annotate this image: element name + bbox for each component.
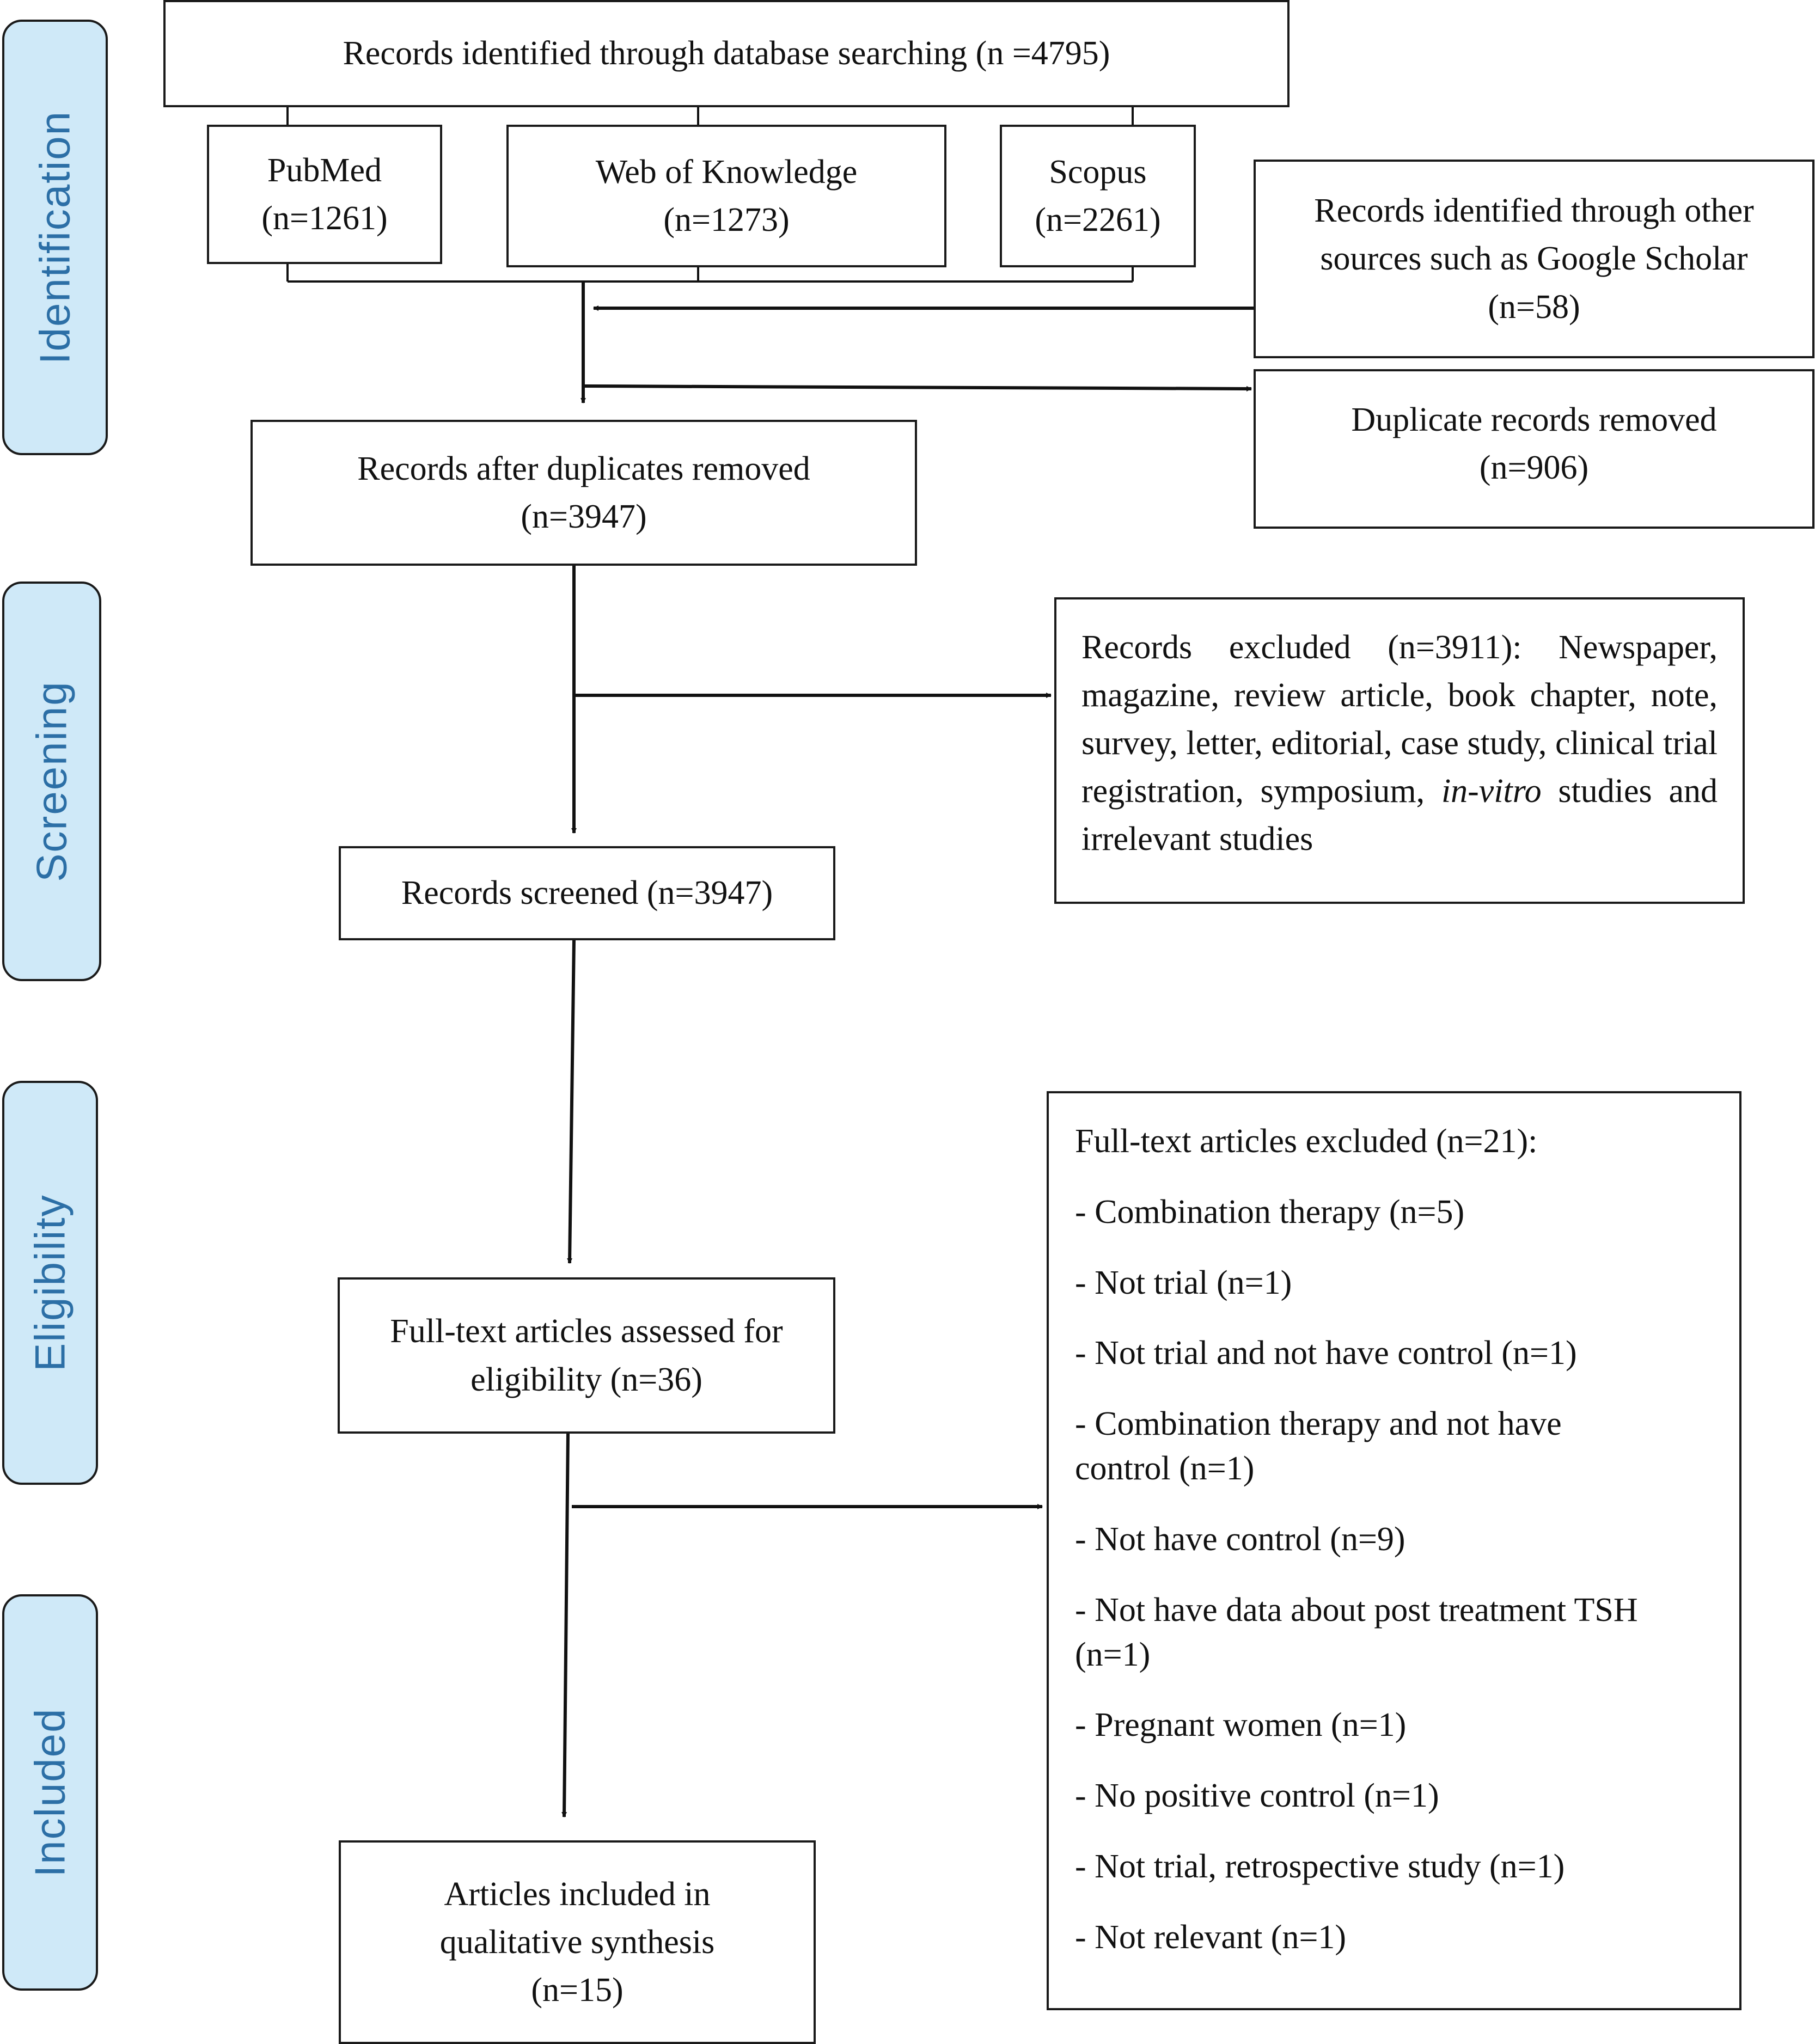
box-duplicates-removed: Duplicate records removed (n=906) <box>1254 369 1814 529</box>
records-excluded-text: Records excluded (n=3911): Newspaper, ma… <box>1081 623 1718 863</box>
duplicates-removed-line2: (n=906) <box>1479 449 1589 487</box>
source-scopus-name: Scopus <box>1049 153 1147 191</box>
box-other-sources: Records identified through other sources… <box>1254 160 1814 358</box>
full-text-excluded-title: Full-text articles excluded (n=21): <box>1075 1123 1538 1160</box>
box-database-search: Records identified through database sear… <box>163 0 1290 107</box>
included-line2: qualitative synthesis <box>439 1923 715 1961</box>
after-duplicates-line2: (n=3947) <box>521 498 647 535</box>
source-pubmed-count: (n=1261) <box>261 200 388 237</box>
stage-identification: Identification <box>2 20 108 455</box>
source-pubmed-name: PubMed <box>267 151 382 189</box>
box-full-text-excluded: Full-text articles excluded (n=21): - Co… <box>1047 1091 1741 2010</box>
source-wok-name: Web of Knowledge <box>595 153 858 191</box>
source-wok-count: (n=1273) <box>663 201 790 238</box>
other-sources-line1: Records identified through other <box>1314 192 1754 230</box>
arrow-to-articles-included <box>561 1433 570 1817</box>
box-full-text-assessed: Full-text articles assessed for eligibil… <box>338 1277 835 1434</box>
excluded-item: - Combination therapy (n=5) <box>1075 1193 1465 1231</box>
excluded-item: - Pregnant women (n=1) <box>1075 1706 1407 1744</box>
excluded-item: - Not relevant (n=1) <box>1075 1918 1347 1956</box>
box-source-web-of-knowledge: Web of Knowledge (n=1273) <box>506 125 946 267</box>
included-line1: Articles included in <box>444 1875 711 1913</box>
duplicates-removed-line1: Duplicate records removed <box>1351 401 1717 438</box>
excluded-item: - Not trial, retrospective study (n=1) <box>1075 1848 1565 1886</box>
excluded-item: - Not trial and not have control (n=1) <box>1075 1335 1577 1372</box>
box-source-scopus: Scopus (n=2261) <box>1000 125 1196 267</box>
source-scopus-count: (n=2261) <box>1035 201 1161 238</box>
box-records-excluded: Records excluded (n=3911): Newspaper, ma… <box>1054 597 1745 904</box>
after-duplicates-line1: Records after duplicates removed <box>357 450 810 487</box>
stage-included: Included <box>2 1594 98 1991</box>
stage-screening: Screening <box>2 582 101 981</box>
full-text-assessed-line2: eligibility (n=36) <box>470 1361 702 1398</box>
box-source-pubmed: PubMed (n=1261) <box>207 125 442 264</box>
excluded-item: - Not have control (n=9) <box>1075 1520 1405 1558</box>
records-excluded-italic: in-vitro <box>1441 773 1542 810</box>
database-search-text: Records identified through database sear… <box>343 35 1110 72</box>
excluded-item: - Combination therapy and not have contr… <box>1075 1405 1562 1488</box>
records-screened-text: Records screened (n=3947) <box>401 874 773 912</box>
box-records-screened: Records screened (n=3947) <box>339 846 835 940</box>
stage-eligibility: Eligibility <box>2 1081 98 1485</box>
box-articles-included: Articles included in qualitative synthes… <box>339 1840 816 2044</box>
arrow-to-full-text-assessed <box>567 940 576 1264</box>
excluded-item: - Not trial (n=1) <box>1075 1264 1292 1301</box>
excluded-item: - No positive control (n=1) <box>1075 1777 1439 1815</box>
records-excluded-suffix: studies and irrelevant studies <box>1081 773 1718 858</box>
included-line3: (n=15) <box>531 1972 624 2009</box>
records-excluded-prefix: Records excluded (n=3911): Newspaper, ma… <box>1081 629 1718 810</box>
box-after-duplicates: Records after duplicates removed (n=3947… <box>250 420 917 566</box>
arrow-to-duplicates-removed <box>583 384 1252 391</box>
excluded-item: - Not have data about post treatment TSH… <box>1075 1591 1638 1673</box>
other-sources-line2: sources such as Google Scholar <box>1320 240 1748 278</box>
other-sources-line3: (n=58) <box>1488 288 1580 326</box>
full-text-assessed-line1: Full-text articles assessed for <box>390 1313 783 1350</box>
